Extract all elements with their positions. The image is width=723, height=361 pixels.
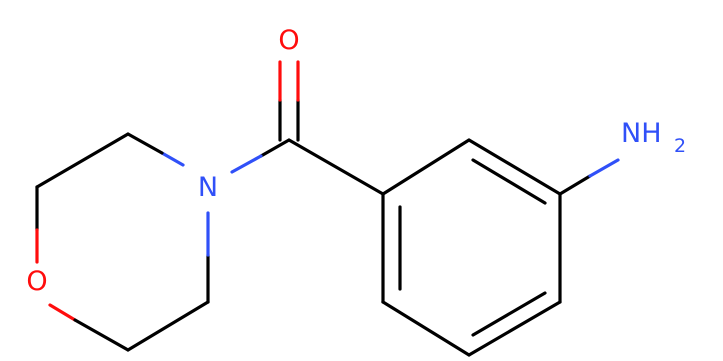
- carbonyl-ring-bond: [287, 138, 385, 196]
- carbonyl-n-bond-blue: [230, 154, 263, 174]
- ring-inner-bond-2-3: [471, 158, 547, 205]
- morpholine-ring: [35, 132, 210, 352]
- n-c2-bond-blue: [160, 151, 185, 167]
- carbonyl-n-bond-black: [259, 138, 291, 158]
- amine-bond-blue: [588, 158, 620, 178]
- carbonyl-double-bond: [278, 60, 300, 142]
- amine-bond: [558, 158, 620, 196]
- ring-inner-bond-4-5: [471, 291, 547, 337]
- amide-nitrogen-label: N: [198, 172, 218, 203]
- amine-label: NH: [621, 118, 662, 149]
- c5-c6-bond: [126, 300, 210, 352]
- carbonyl-oxygen-label: O: [278, 25, 299, 56]
- carbonyl-n-bond: [230, 138, 291, 174]
- ring-bond-2-3: [467, 138, 562, 196]
- amine-subscript: 2: [674, 135, 686, 157]
- amine-bond-black: [558, 174, 592, 196]
- ring-oxygen-label: O: [26, 266, 47, 297]
- o-c5-bond-red: [48, 303, 77, 322]
- n-c2-bond-black: [126, 132, 164, 155]
- ring-bond-1-2: [381, 138, 471, 196]
- benzene-ring: [381, 138, 562, 357]
- ring-bond-5-6: [381, 300, 471, 357]
- o-c5-bond-black: [73, 318, 130, 352]
- c2-c3-bond: [35, 132, 130, 189]
- ring-bond-4-5: [467, 300, 562, 357]
